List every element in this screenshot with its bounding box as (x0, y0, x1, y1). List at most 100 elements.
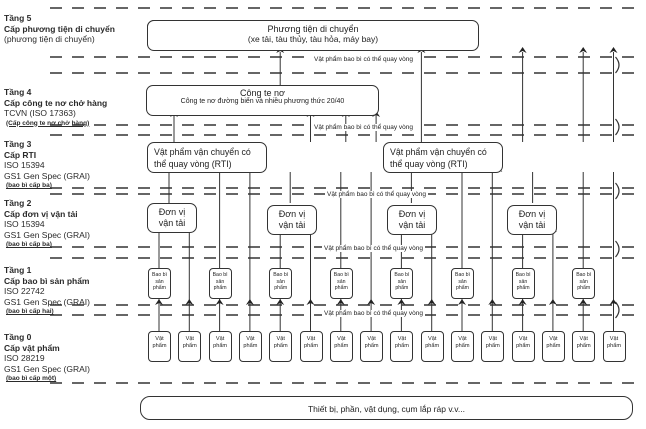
returnable-label: Vật phẩm bao bì có thể quay vòng (325, 191, 429, 198)
item-box: Vật phẩm (178, 331, 202, 362)
rti-box: Vật phẩm vận chuyển có thể quay vòng (RT… (147, 142, 267, 173)
vehicle-subtitle: (xe tải, tàu thủy, tàu hỏa, máy bay) (247, 34, 379, 44)
product-package-box: Bao bì sản phẩm (451, 268, 474, 299)
level-4-label: Tầng 4 Cấp công te nơ chở hàng TCVN (ISO… (4, 87, 107, 129)
level-title: Tầng 3 (4, 139, 32, 149)
transport-unit-box: Đơn vị vận tải (267, 205, 317, 235)
level-note: (bao bì cấp ba) (6, 182, 52, 189)
returnable-label: Vật phẩm bao bì có thể quay vòng (322, 310, 426, 317)
level-0-label: Tầng 0 Cấp vật phẩm ISO 28219 GS1 Gen Sp… (4, 332, 90, 385)
transport-unit-label: Đơn vị vận tải (278, 209, 306, 230)
item-label: Vật phẩm (273, 336, 288, 349)
level-title: Tầng 0 (4, 332, 32, 342)
level-2-label: Tầng 2 Cấp đơn vị vận tải ISO 15394 GS1 … (4, 198, 90, 251)
arrow-up-icon (215, 299, 224, 305)
loop-curve (615, 301, 620, 319)
level-3-label: Tầng 3 Cấp RTI ISO 15394 GS1 Gen Spec (G… (4, 139, 90, 192)
arrow-up-icon (155, 299, 163, 305)
container-title: Công te nơ (240, 88, 285, 98)
level-line: GS1 Gen Spec (GRAI) (4, 363, 90, 374)
loop-curve (615, 56, 620, 74)
loop-curve (615, 240, 620, 258)
arrow-up-icon (518, 299, 527, 305)
level-note: (bao bì cấp ba) (6, 241, 52, 248)
level-title: Tầng 1 (4, 265, 32, 275)
rti-label: Vật phẩm vận chuyển có thể quay vòng (RT… (390, 147, 487, 169)
transport-unit-label: Đơn vị vận tải (398, 209, 426, 230)
item-label: Vật phẩm (576, 336, 591, 349)
level-note: (bao bì cấp hai) (6, 308, 54, 315)
level-name: Cấp vật phẩm (4, 342, 60, 353)
item-label: Vật phẩm (455, 336, 470, 349)
arrow-up-icon (367, 299, 376, 305)
product-package-box: Bao bì sản phẩm (269, 268, 293, 299)
rti-box: Vật phẩm vận chuyển có thể quay vòng (RT… (383, 142, 503, 173)
returnable-label: Vật phẩm bao bì có thể quay vòng (322, 245, 426, 252)
level-line: ISO 15394 (4, 160, 45, 170)
item-box: Vật phẩm (360, 331, 384, 362)
level-note: (Cấp công te nơ chở hàng) (6, 119, 90, 127)
container-subtitle: Công te nơ đường biển và nhiều phương th… (180, 98, 345, 105)
item-label: Vật phẩm (516, 336, 531, 349)
level-title: Tầng 2 (4, 198, 32, 208)
product-package-label: Bao bì sản phẩm (455, 272, 470, 291)
level-note: (bao bì cấp một) (6, 375, 57, 382)
arrow-up-icon (397, 299, 406, 305)
item-box: Vật phẩm (148, 331, 171, 362)
level-name: Cấp công te nơ chở hàng (4, 97, 108, 108)
base-box: Thiết bị, phần, vật dụng, cụm lắp ráp v.… (140, 396, 633, 420)
arrow-up-icon (579, 47, 588, 53)
item-label: Vật phẩm (425, 336, 440, 349)
product-package-box: Bao bì sản phẩm (148, 268, 171, 299)
item-label: Vật phẩm (485, 336, 500, 349)
product-package-box: Bao bì sản phẩm (208, 268, 232, 299)
level-name: Cấp RTI (4, 149, 37, 160)
product-package-label: Bao bì sản phẩm (273, 272, 289, 291)
returnable-label: Vật phẩm bao bì có thể quay vòng (312, 56, 416, 63)
vehicle-box-frame: Phương tiện di chuyển (xe tải, tàu thủy,… (147, 20, 479, 51)
item-box: Vật phẩm (390, 331, 414, 362)
loop-curve (615, 118, 620, 136)
arrow-up-icon (458, 299, 466, 305)
product-package-label: Bao bì sản phẩm (152, 272, 167, 291)
container-box: Công te nơ Công te nơ đường biển và nhiề… (146, 85, 379, 116)
arrow-up-icon (185, 299, 194, 305)
level-5-label: Tầng 5 Cấp phương tiện di chuyển (phương… (4, 13, 115, 45)
item-label: Vật phẩm (213, 336, 228, 349)
level-line: GS1 Gen Spec (GRAI) (4, 229, 90, 240)
level-line: ISO 15394 (4, 219, 45, 229)
transport-unit-box: Đơn vị vận tải (507, 205, 557, 235)
item-box: Vật phẩm (299, 331, 323, 362)
arrow-up-icon (306, 299, 315, 305)
arrow-up-icon (427, 299, 436, 305)
transport-unit-box: Đơn vị vận tải (387, 205, 437, 235)
item-label: Vật phẩm (182, 336, 197, 349)
item-box: Vật phẩm (481, 331, 505, 362)
item-box: Vật phẩm (329, 331, 353, 362)
level-name: Cấp phương tiện di chuyển (4, 23, 115, 34)
level-line: ISO 28219 (4, 353, 45, 363)
item-box: Vật phẩm (451, 331, 474, 362)
arrow-up-icon (518, 47, 527, 53)
item-label: Vật phẩm (364, 336, 379, 349)
transport-unit-label: Đơn vị vận tải (518, 209, 546, 230)
product-package-label: Bao bì sản phẩm (212, 272, 228, 291)
item-box: Vật phẩm (541, 331, 565, 362)
item-box: Vật phẩm (420, 331, 444, 362)
level-1-label: Tầng 1 Cấp bao bì sản phẩm ISO 22742 GS1… (4, 265, 90, 318)
item-box: Vật phẩm (238, 331, 262, 362)
product-package-label: Bao bì sản phẩm (576, 272, 592, 291)
level-title: Tầng 5 (4, 13, 32, 23)
arrow-up-icon (609, 47, 618, 53)
item-label: Vật phẩm (607, 336, 621, 349)
rti-label: Vật phẩm vận chuyển có thể quay vòng (RT… (154, 147, 251, 169)
arrow-up-icon (488, 299, 497, 305)
item-box: Vật phẩm (269, 331, 293, 362)
arrow-up-icon (336, 299, 345, 305)
vehicle-title: Phương tiện di chuyển (267, 24, 359, 34)
level-name: Cấp bao bì sản phẩm (4, 275, 90, 286)
product-package-label: Bao bì sản phẩm (515, 272, 531, 291)
product-package-box: Bao bì sản phẩm (511, 268, 535, 299)
item-label: Vật phẩm (152, 336, 167, 349)
arrow-up-icon (276, 299, 285, 305)
